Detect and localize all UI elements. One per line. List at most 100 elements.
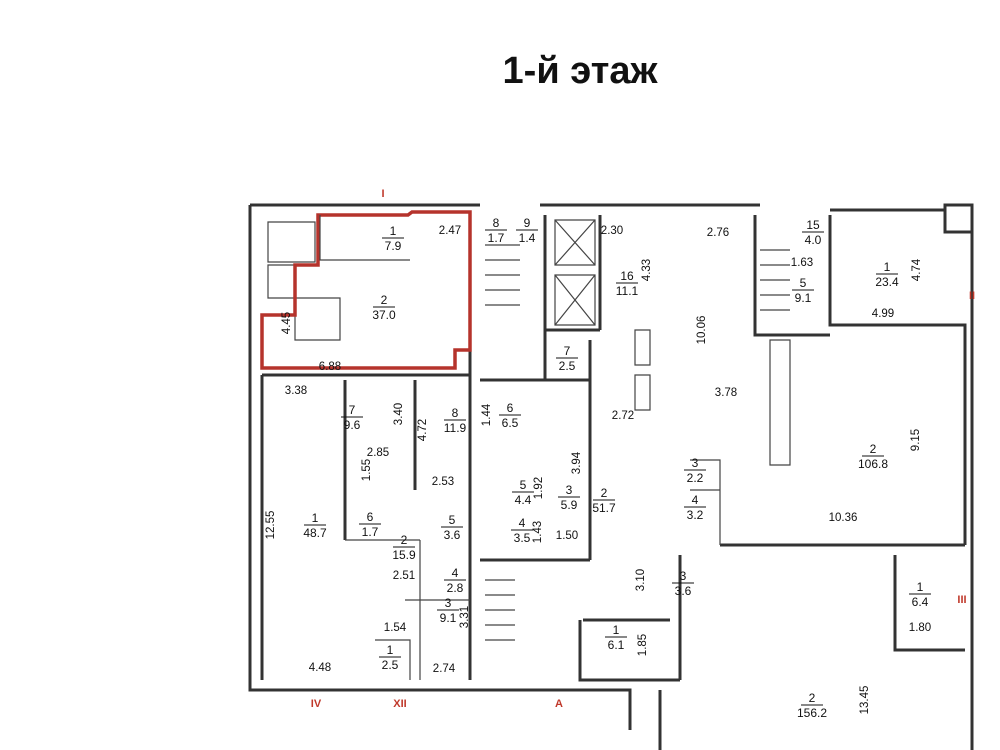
dimension-label: 12.55 xyxy=(265,511,277,540)
dimension-label: 3.38 xyxy=(285,385,307,397)
room-number: 3 xyxy=(692,456,699,470)
dimension-label: 1.55 xyxy=(361,459,373,481)
dimension-label: 4.99 xyxy=(872,308,894,320)
room-area: 7.9 xyxy=(385,239,402,253)
room-area: 3.5 xyxy=(514,531,531,545)
dimension-label: 2.30 xyxy=(601,225,623,237)
dimension-label: 2.74 xyxy=(433,663,456,675)
room-number: 1 xyxy=(917,580,924,594)
room-area: 156.2 xyxy=(797,706,827,720)
room-label: 215.9 xyxy=(392,533,416,562)
room-label: 53.6 xyxy=(441,513,463,542)
room-area: 2.8 xyxy=(447,581,464,595)
dimension-label: 9.15 xyxy=(910,429,922,451)
room-number: 3 xyxy=(680,569,687,583)
room-number: 16 xyxy=(620,269,634,283)
dimension-label: 2.51 xyxy=(393,570,415,582)
room-area: 11.9 xyxy=(444,421,467,435)
room-label: 148.7 xyxy=(303,511,327,540)
walls xyxy=(248,203,974,750)
dimension-label: 4.48 xyxy=(309,662,331,674)
room-area: 3.6 xyxy=(444,528,461,542)
room-area: 106.8 xyxy=(858,457,888,471)
room-number: 2 xyxy=(809,691,816,705)
room-number: 5 xyxy=(520,478,527,492)
axis-label: A xyxy=(555,698,563,710)
dimension-label: 10.36 xyxy=(829,512,858,524)
dimension-label: 1.50 xyxy=(556,530,578,542)
room-area: 9.1 xyxy=(795,291,812,305)
room-number: 5 xyxy=(449,513,456,527)
room-number: 8 xyxy=(452,406,459,420)
room-number: 15 xyxy=(806,218,820,232)
dimension-label: 4.74 xyxy=(911,258,923,281)
room-area: 6.5 xyxy=(502,416,519,430)
room-label: 35.9 xyxy=(558,483,580,512)
dimension-label: 1.80 xyxy=(909,622,931,634)
dimension-label: 13.45 xyxy=(859,686,871,715)
room-number: 7 xyxy=(564,344,571,358)
room-label: 81.7 xyxy=(485,216,507,245)
room-label: 61.7 xyxy=(359,510,381,539)
dimension-label: 4.45 xyxy=(281,312,293,334)
room-label: 16.4 xyxy=(909,580,931,609)
dimension-label: 10.06 xyxy=(696,316,708,345)
dimension-label: 2.72 xyxy=(612,410,634,422)
room-area: 9.6 xyxy=(344,418,361,432)
room-area: 2.2 xyxy=(687,471,704,485)
room-label: 811.9 xyxy=(444,406,467,435)
room-number: 7 xyxy=(349,403,356,417)
room-label: 17.9 xyxy=(382,224,404,253)
room-number: 2 xyxy=(601,486,608,500)
room-number: 4 xyxy=(519,516,526,530)
room-label: 39.1 xyxy=(437,596,459,625)
room-number: 8 xyxy=(493,216,500,230)
axis-label: IV xyxy=(311,698,322,710)
dimension-label: 1.44 xyxy=(481,403,493,426)
room-label: 43.5 xyxy=(511,516,533,545)
room-area: 37.0 xyxy=(372,308,396,322)
dimension-label: 1.92 xyxy=(533,477,545,499)
dimension-label: 4.72 xyxy=(417,419,429,441)
room-area: 2.5 xyxy=(559,359,576,373)
room-number: 1 xyxy=(387,643,394,657)
room-label: 91.4 xyxy=(516,216,538,245)
room-label: 66.5 xyxy=(499,401,521,430)
room-number: 9 xyxy=(524,216,531,230)
room-area: 2.5 xyxy=(382,658,399,672)
dimension-label: 1.54 xyxy=(384,622,407,634)
room-label: 32.2 xyxy=(684,456,706,485)
room-area: 9.1 xyxy=(440,611,457,625)
dimension-label: 3.40 xyxy=(393,403,405,425)
dimension-label: 4.33 xyxy=(641,259,653,281)
dimension-label: 3.78 xyxy=(715,387,737,399)
room-label: 33.6 xyxy=(672,569,694,598)
room-number: 4 xyxy=(692,493,699,507)
room-number: 2 xyxy=(381,293,388,307)
room-number: 4 xyxy=(452,566,459,580)
room-area: 5.9 xyxy=(561,498,578,512)
dimension-labels: 2.476.884.453.383.404.721.442.304.332.76… xyxy=(265,225,931,714)
room-number: 5 xyxy=(800,276,807,290)
dimension-label: 3.94 xyxy=(571,451,583,474)
room-area: 1.7 xyxy=(488,231,505,245)
axis-label: XII xyxy=(393,698,406,710)
dimension-label: 2.47 xyxy=(439,225,461,237)
room-label: 43.2 xyxy=(684,493,706,522)
room-number: 1 xyxy=(390,224,397,238)
room-area: 6.1 xyxy=(608,638,625,652)
room-label: 79.6 xyxy=(341,403,363,432)
room-number: 3 xyxy=(445,596,452,610)
room-labels: 17.9237.081.791.41611.172.5154.059.1123.… xyxy=(303,216,931,720)
room-label: 251.7 xyxy=(592,486,616,515)
room-number: 6 xyxy=(367,510,374,524)
dimension-label: 3.10 xyxy=(635,569,647,591)
room-area: 1.7 xyxy=(362,525,379,539)
room-area: 3.2 xyxy=(687,508,704,522)
room-number: 1 xyxy=(613,623,620,637)
dimension-label: 1.85 xyxy=(637,634,649,656)
